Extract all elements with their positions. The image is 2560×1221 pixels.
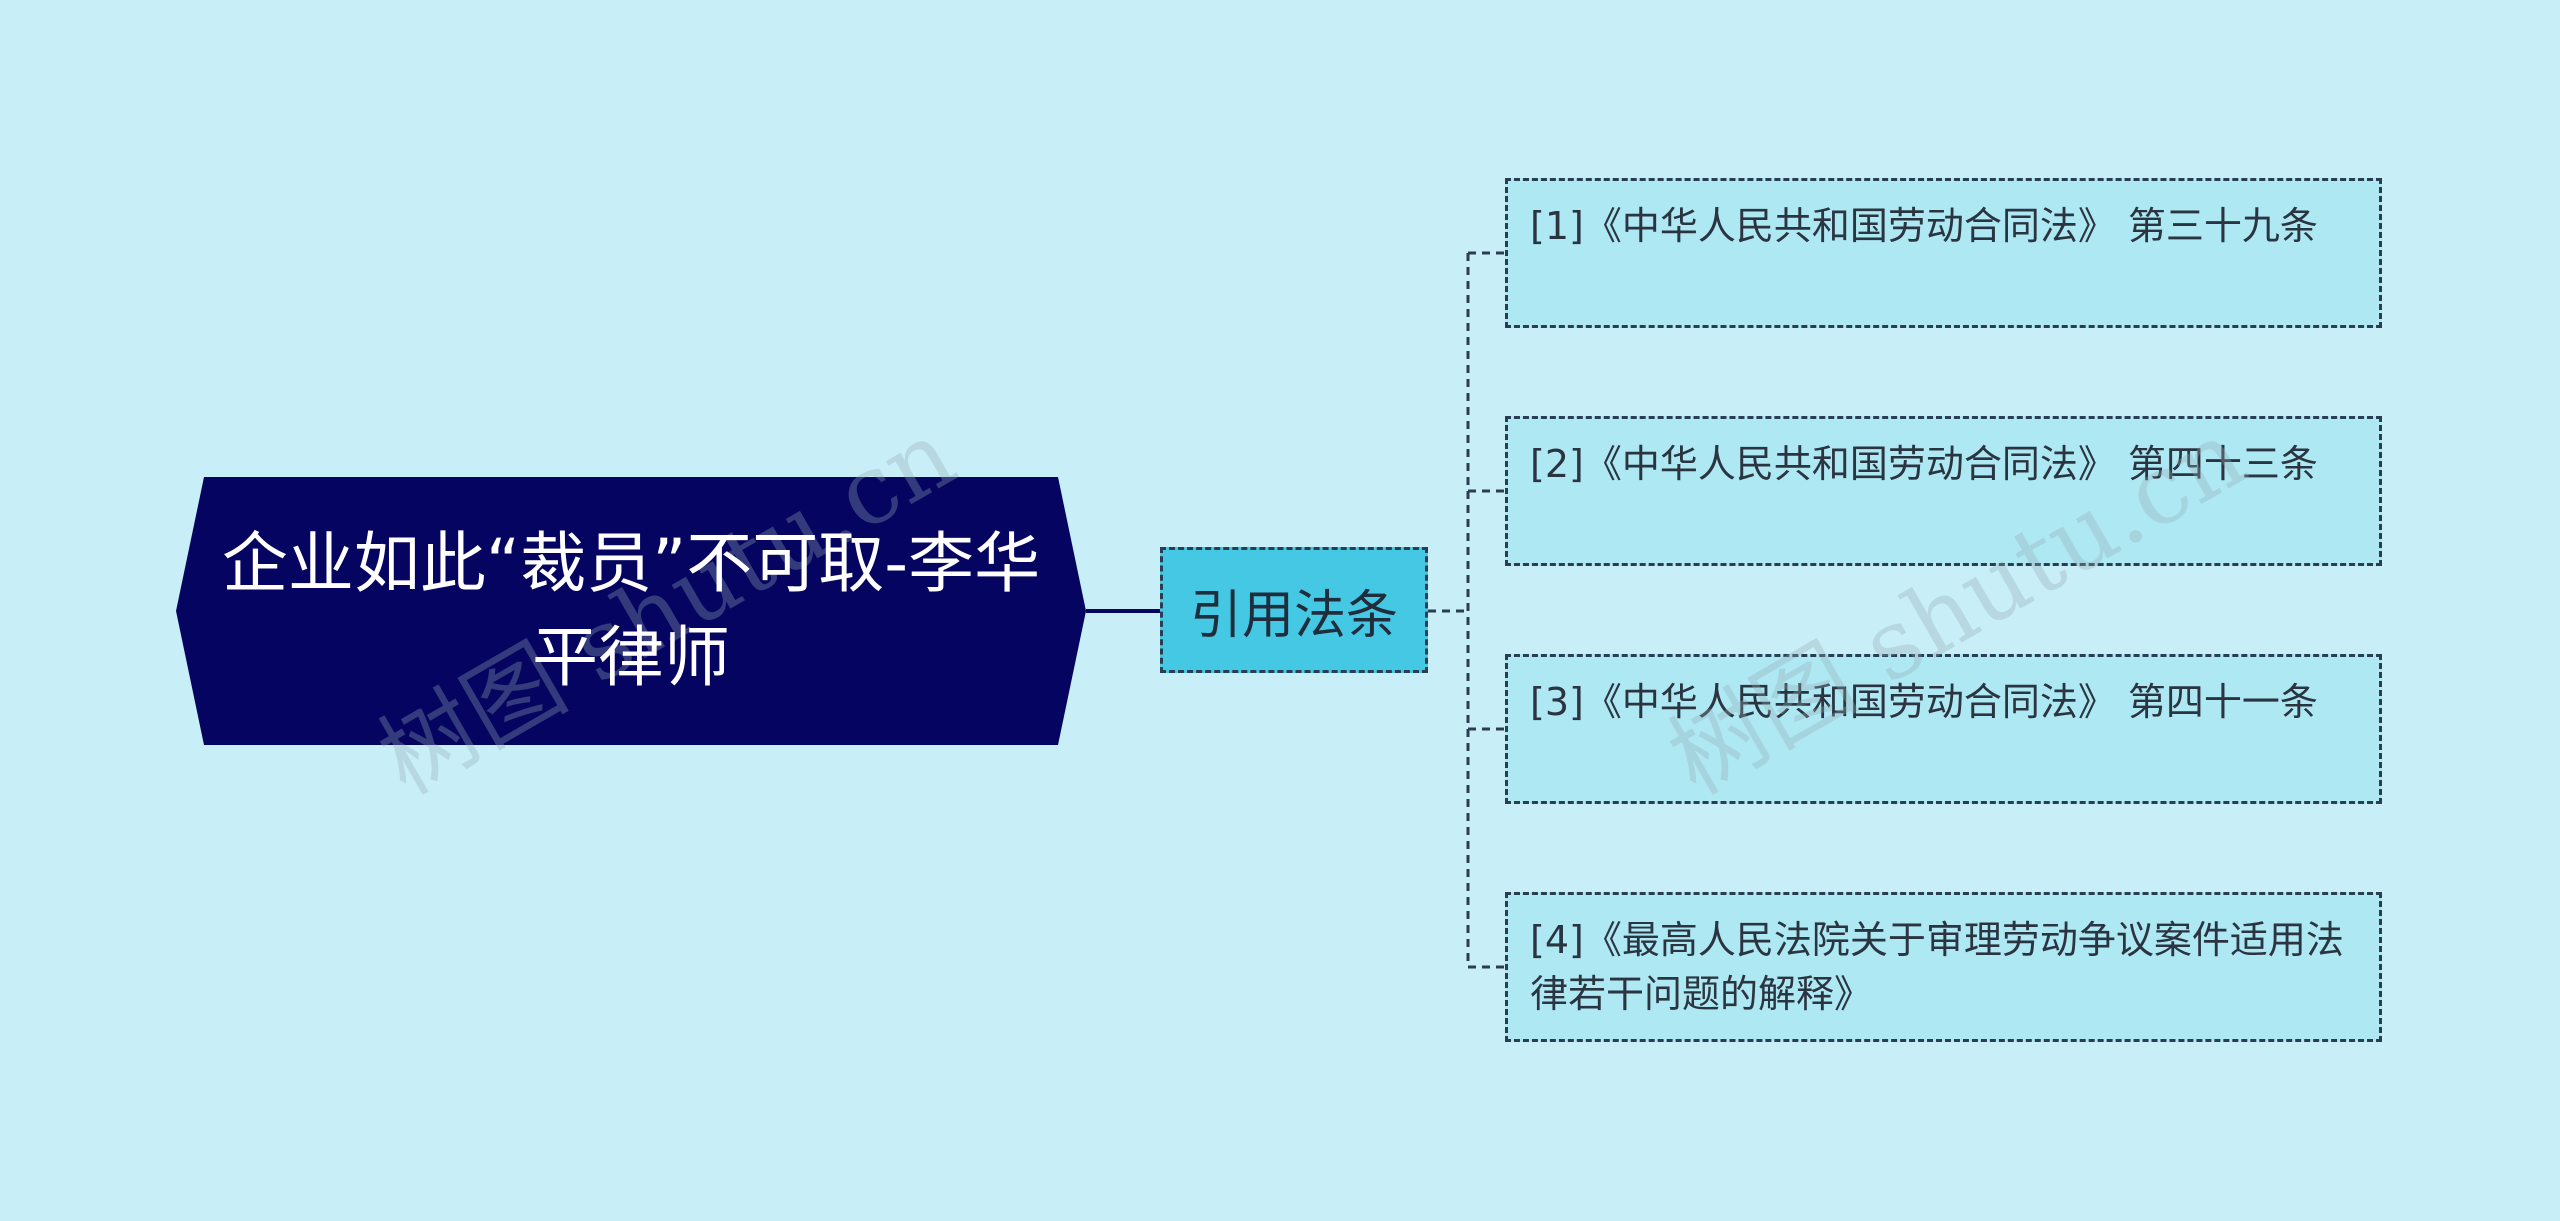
leaf-node-label: [1]《中华人民共和国劳动合同法》 第三十九条 [1530, 204, 2318, 248]
middle-node[interactable]: 引用法条 [1160, 547, 1428, 673]
leaf-node-label: [4]《最高人民法院关于审理劳动争议案件适用法律若干问题的解释》 [1530, 918, 2344, 1016]
leaf-node-3[interactable]: [3]《中华人民共和国劳动合同法》 第四十一条 [1505, 654, 2382, 804]
leaf-node-2[interactable]: [2]《中华人民共和国劳动合同法》 第四十三条 [1505, 416, 2382, 566]
leaf-node-label: [2]《中华人民共和国劳动合同法》 第四十三条 [1530, 442, 2318, 486]
root-hexagon-shape [176, 477, 1086, 745]
leaf-node-label: [3]《中华人民共和国劳动合同法》 第四十一条 [1530, 680, 2318, 724]
root-node-label: 企业如此“裁员”不可取-李华平律师 [221, 525, 1041, 696]
middle-node-label: 引用法条 [1189, 585, 1398, 646]
leaf-node-4[interactable]: [4]《最高人民法院关于审理劳动争议案件适用法律若干问题的解释》 [1505, 892, 2382, 1042]
leaf-node-1[interactable]: [1]《中华人民共和国劳动合同法》 第三十九条 [1505, 178, 2382, 328]
root-node[interactable]: 企业如此“裁员”不可取-李华平律师 [176, 477, 1086, 745]
